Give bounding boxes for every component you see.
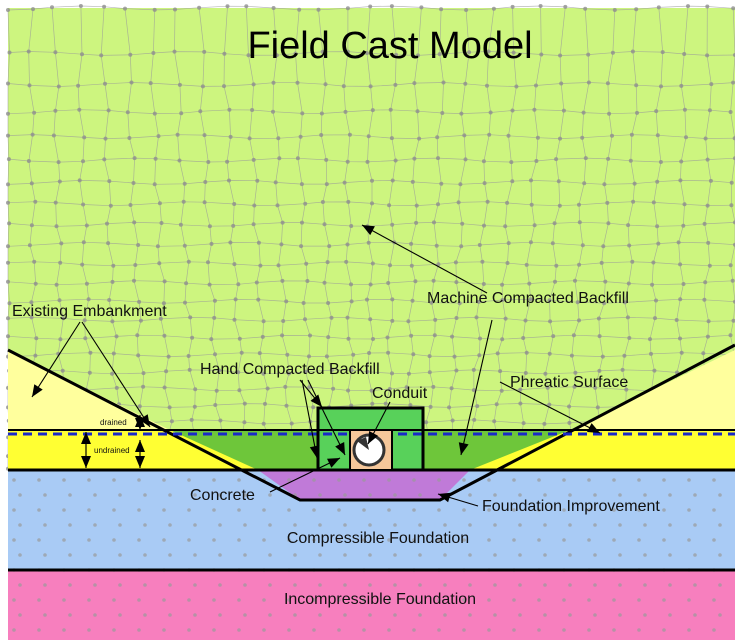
label-phreatic-surface: Phreatic Surface [510,374,628,391]
label-concrete: Concrete [190,487,255,504]
label-incompressible-foundation: Incompressible Foundation [284,591,476,608]
foundation-improvement-region [258,470,470,500]
label-machine-compacted-backfill: Machine Compacted Backfill [427,290,629,307]
label-existing-embankment: Existing Embankment [12,303,167,320]
label-hand-compacted-backfill: Hand Compacted Backfill [200,361,380,378]
label-foundation-improvement: Foundation Improvement [482,498,660,515]
annotation-arrows [31,224,601,507]
conduit-quadrant [357,437,369,450]
label-undrained: undrained [94,446,130,455]
label-compressible-foundation: Compressible Foundation [287,530,469,547]
label-conduit: Conduit [372,385,428,402]
embankment-slope-line [7,343,735,502]
label-drained: drained [100,418,127,427]
diagram-title: Field Cast Model [247,25,532,67]
